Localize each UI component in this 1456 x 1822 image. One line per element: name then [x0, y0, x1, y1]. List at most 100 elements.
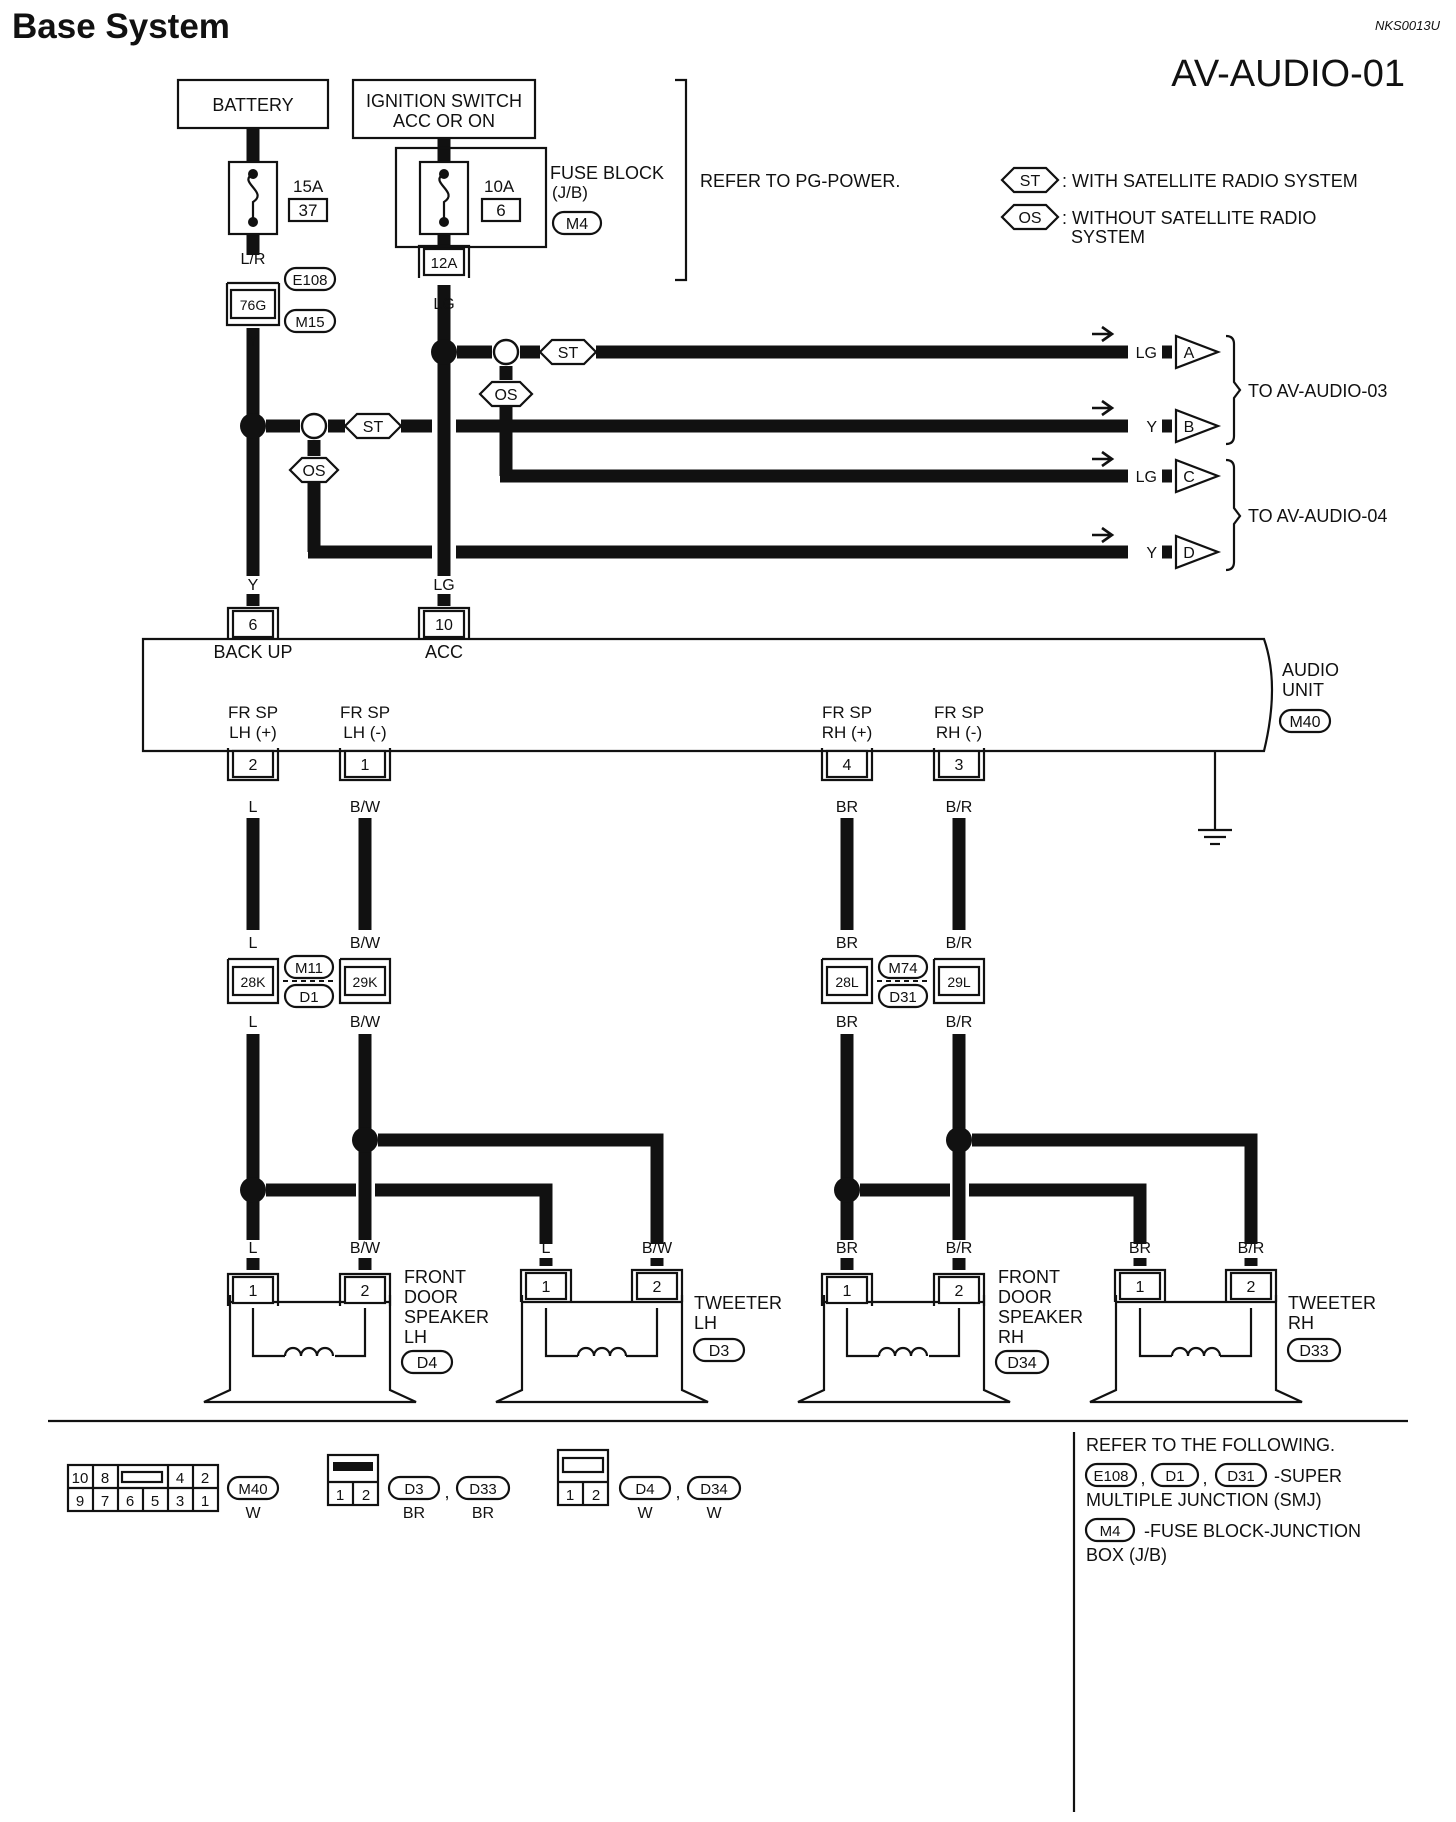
conn-tag-d34: D34 — [994, 1349, 1050, 1375]
svg-text:A: A — [1184, 345, 1195, 362]
tw-lh-label-2: LH — [694, 1313, 717, 1333]
frsp-lh-minus-1: FR SP — [340, 703, 390, 722]
audio-unit-label: AUDIO — [1282, 660, 1339, 680]
frsp-rh-plus-2: RH (+) — [822, 723, 873, 742]
wire-y-b: Y — [1146, 419, 1157, 436]
fuse-block-jb: (J/B) — [552, 183, 588, 202]
svg-text:D31: D31 — [1227, 1468, 1255, 1485]
fdsp-lh-label-3: SPEAKER — [404, 1307, 489, 1327]
wire-y-d: Y — [1146, 545, 1157, 562]
svg-text:6: 6 — [126, 1493, 134, 1510]
wire-br-2: BR — [836, 935, 858, 952]
svg-text:29K: 29K — [353, 974, 379, 990]
svg-text:OS: OS — [494, 387, 517, 404]
battery-box: BATTERY — [176, 78, 330, 130]
svg-text:9: 9 — [76, 1493, 84, 1510]
legend-st: ST : WITH SATELLITE RADIO SYSTEM — [1000, 166, 1358, 194]
tw-rh-pin1: 1 — [1136, 1279, 1145, 1296]
tw-rh-label-1: TWEETER — [1288, 1293, 1376, 1313]
wire-br-3: BR — [836, 1014, 858, 1031]
svg-text:1: 1 — [336, 1487, 344, 1504]
ground-icon — [1198, 751, 1232, 846]
wire-lg-acc: LG — [433, 577, 454, 594]
svg-text:D4: D4 — [417, 1355, 438, 1372]
svg-text:C: C — [1183, 469, 1195, 486]
option-os-lg: OS — [478, 380, 534, 408]
wire-l-3: L — [249, 1014, 258, 1031]
conn-12a: 12A — [431, 255, 458, 272]
wire-b-r-2: B/R — [946, 935, 973, 952]
svg-text:ST: ST — [363, 419, 384, 436]
svg-text:7: 7 — [101, 1493, 109, 1510]
output-c: C — [1174, 458, 1222, 494]
svg-text:OS: OS — [1018, 210, 1041, 227]
svg-text:M74: M74 — [888, 960, 917, 977]
svg-text:B: B — [1184, 419, 1195, 436]
wire-bw-3: B/W — [350, 1014, 381, 1031]
option-st-lg: ST — [538, 338, 598, 366]
connector-face-m40: 10 8 4 2 9 7 6 5 3 1 M40 W — [66, 1463, 280, 1522]
option-os-y: OS — [288, 456, 340, 484]
wire-lg-top: LG — [433, 296, 454, 313]
frsp-rh-minus-1: FR SP — [934, 703, 984, 722]
fdsp-lh-pin2: 2 — [361, 1283, 370, 1300]
svg-text:M40: M40 — [1289, 714, 1320, 731]
fdsp-lh-label-2: DOOR — [404, 1287, 458, 1307]
tweeter-rh — [1089, 1295, 1303, 1404]
svg-text:28K: 28K — [241, 974, 267, 990]
pin-lh-minus: 1 — [361, 757, 370, 774]
fuse2-number: 6 — [496, 201, 505, 220]
frsp-lh-minus-2: LH (-) — [343, 723, 386, 742]
fuse-block: 10A 6 — [394, 146, 548, 249]
svg-text:2: 2 — [592, 1487, 600, 1504]
audio-unit — [141, 637, 1274, 753]
fuse1-amp: 15A — [293, 177, 324, 196]
wire-l-4: L — [249, 1240, 258, 1257]
fdsp-rh-label-4: RH — [998, 1327, 1024, 1347]
connector-face-d4-d34: 1 2 D4 , D34 W W — [556, 1448, 742, 1522]
wire-bw-4: B/W — [350, 1240, 381, 1257]
svg-text:-FUSE BLOCK-JUNCTION: -FUSE BLOCK-JUNCTION — [1144, 1521, 1361, 1541]
svg-text:D33: D33 — [469, 1481, 497, 1498]
svg-text:D3: D3 — [709, 1343, 730, 1360]
fdsp-rh-pin2: 2 — [955, 1283, 964, 1300]
svg-text:28L: 28L — [835, 974, 859, 990]
fdsp-lh-pin1: 1 — [249, 1283, 258, 1300]
wire-y-backup: Y — [248, 577, 259, 594]
pin-lh-plus: 2 — [249, 757, 258, 774]
tw-lh-label-1: TWEETER — [694, 1293, 782, 1313]
ignition-label-1: IGNITION SWITCH — [366, 91, 522, 111]
tw-rh-label-2: RH — [1288, 1313, 1314, 1333]
svg-text:: WITH SATELLITE RADIO SYSTEM: : WITH SATELLITE RADIO SYSTEM — [1062, 171, 1358, 191]
svg-text:D: D — [1183, 545, 1195, 562]
wire-l-2: L — [249, 935, 258, 952]
wire-br-1: BR — [836, 799, 858, 816]
svg-text:3: 3 — [176, 1493, 184, 1510]
svg-text:,: , — [1140, 1468, 1145, 1488]
svg-text:MULTIPLE JUNCTION (SMJ): MULTIPLE JUNCTION (SMJ) — [1086, 1490, 1322, 1510]
svg-text:D34: D34 — [1007, 1355, 1036, 1372]
bracket-03 — [1225, 334, 1242, 446]
wire-b-r-3: B/R — [946, 1014, 973, 1031]
wire-b-r-4: B/R — [946, 1240, 973, 1257]
conn-tag-e108: E108 — [283, 266, 337, 292]
output-a: A — [1174, 334, 1222, 370]
fuse1-number: 37 — [299, 201, 318, 220]
fdsp-rh-label-1: FRONT — [998, 1267, 1060, 1287]
frsp-rh-minus-2: RH (-) — [936, 723, 982, 742]
conn-tag-d4: D4 — [400, 1349, 454, 1375]
output-arrows — [1092, 325, 1115, 544]
frsp-lh-plus-1: FR SP — [228, 703, 278, 722]
svg-text:ST: ST — [1020, 173, 1041, 190]
front-door-speaker-lh — [203, 1295, 417, 1404]
wire-l-5: L — [542, 1240, 551, 1257]
svg-text:D1: D1 — [299, 989, 318, 1006]
tweeter-lh — [495, 1295, 709, 1404]
fuse-15a: 15A 37 — [227, 160, 329, 236]
svg-text:D4: D4 — [635, 1481, 654, 1498]
reference-notes: REFER TO THE FOLLOWING. E108 , D1 , D31 … — [1084, 1435, 1361, 1565]
svg-text:2: 2 — [201, 1470, 209, 1487]
svg-text:BR: BR — [403, 1505, 425, 1522]
to-av-audio-04: TO AV-AUDIO-04 — [1248, 506, 1387, 526]
svg-text:BR: BR — [472, 1505, 494, 1522]
